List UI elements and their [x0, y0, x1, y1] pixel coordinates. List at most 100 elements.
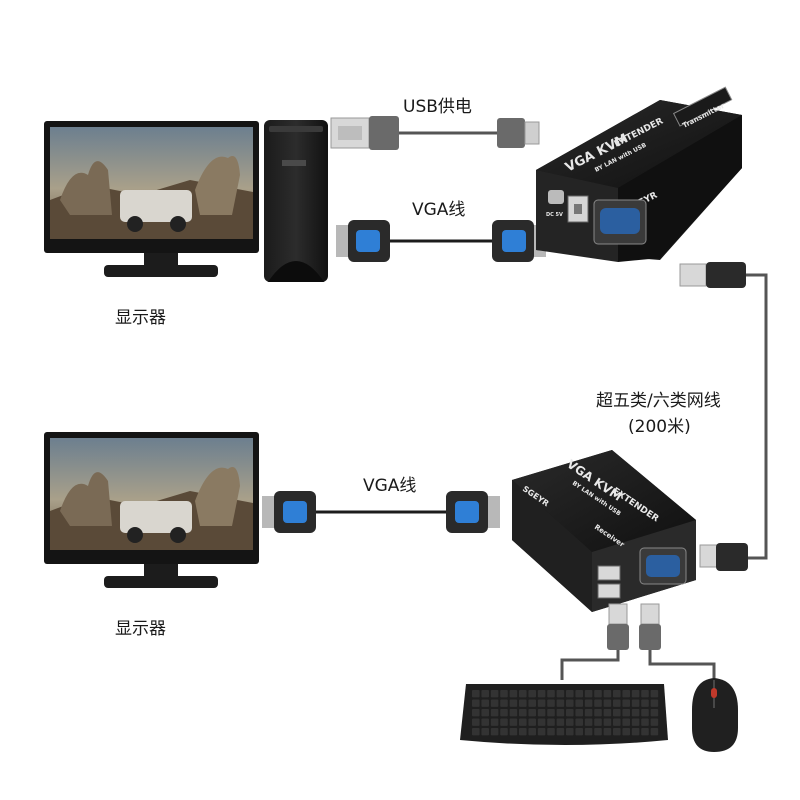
- keyboard-key: [594, 709, 602, 717]
- usb-power-cable: [330, 116, 540, 150]
- keyboard-key: [556, 690, 565, 698]
- keyboard-key: [603, 690, 612, 698]
- keyboard-key: [650, 728, 659, 736]
- keyboard-key: [556, 699, 565, 707]
- keyboard-key: [584, 728, 593, 736]
- vga-cable-bottom: [262, 491, 500, 533]
- keyboard-key: [566, 690, 574, 698]
- vga-cable-top-label: VGA线: [412, 200, 465, 220]
- keyboard-key: [613, 709, 621, 717]
- keyboard-key: [575, 699, 583, 707]
- keyboard-key: [547, 690, 555, 698]
- keyboard-key: [575, 718, 583, 726]
- keyboard-key: [566, 728, 574, 736]
- keyboard-key: [556, 718, 565, 726]
- keyboard-key: [509, 690, 518, 698]
- keyboard-key: [519, 728, 527, 736]
- receiver-device: VGA KVM EXTENDER BY LAN with USB SGEYR R…: [512, 450, 696, 612]
- keyboard-key: [528, 709, 536, 717]
- keyboard-key: [556, 709, 565, 717]
- keyboard-key: [631, 728, 640, 736]
- keyboard-key: [641, 709, 649, 717]
- keyboard-key: [566, 709, 574, 717]
- keyboard-key: [481, 718, 489, 726]
- keyboard-key: [519, 699, 527, 707]
- network-distance-label: (200米): [628, 417, 691, 437]
- usb-a-port-1: [597, 565, 621, 581]
- keyboard-key: [603, 728, 612, 736]
- keyboard-key: [500, 690, 508, 698]
- keyboard-key: [509, 709, 518, 717]
- keyboard-key: [547, 728, 555, 736]
- monitor-bottom-label: 显示器: [115, 619, 166, 639]
- transmitter-device: VGA KVM EXTENDER BY LAN with USB Transmi…: [536, 86, 742, 262]
- keyboard-key: [650, 690, 659, 698]
- dinosaur-left: [60, 161, 112, 215]
- keyboard-key: [603, 699, 612, 707]
- keyboard-key: [575, 728, 583, 736]
- keyboard-key: [528, 728, 536, 736]
- keyboard-key: [584, 699, 593, 707]
- keyboard-key: [472, 699, 480, 707]
- keyboard-key: [528, 690, 536, 698]
- keyboard-key: [641, 718, 649, 726]
- mouse: [692, 678, 738, 752]
- keyboard-key: [622, 690, 630, 698]
- keyboard-key: [472, 690, 480, 698]
- keyboard-key: [537, 718, 546, 726]
- keyboard-key: [509, 699, 518, 707]
- keyboard-key: [613, 699, 621, 707]
- keyboard-key: [566, 718, 574, 726]
- keyboard-key: [519, 718, 527, 726]
- keyboard-key: [500, 709, 508, 717]
- keyboard-key: [566, 699, 574, 707]
- keyboard-keys: [472, 690, 659, 736]
- keyboard-key: [490, 728, 499, 736]
- keyboard-key: [500, 728, 508, 736]
- keyboard-key: [490, 690, 499, 698]
- keyboard-key: [556, 728, 565, 736]
- keyboard-key: [481, 728, 489, 736]
- keyboard-key: [519, 690, 527, 698]
- keyboard-key: [472, 709, 480, 717]
- keyboard-key: [547, 718, 555, 726]
- usb-power-label: USB供电: [403, 97, 472, 117]
- keyboard-key: [622, 728, 630, 736]
- keyboard-key: [650, 709, 659, 717]
- transmitter-dc-label: DC 5V: [546, 212, 563, 218]
- vga-cable-bottom-label: VGA线: [363, 476, 416, 496]
- keyboard-key: [547, 699, 555, 707]
- keyboard-key: [528, 699, 536, 707]
- keyboard-key: [537, 699, 546, 707]
- keyboard-key: [584, 709, 593, 717]
- keyboard-key: [575, 709, 583, 717]
- keyboard-key: [641, 690, 649, 698]
- keyboard-key: [584, 718, 593, 726]
- keyboard-key: [631, 718, 640, 726]
- usb-a-port-2: [597, 583, 621, 599]
- mouse-wheel: [711, 688, 717, 698]
- keyboard-key: [481, 709, 489, 717]
- keyboard-key: [509, 728, 518, 736]
- keyboard-key: [481, 699, 489, 707]
- keyboard-key: [650, 699, 659, 707]
- keyboard-key: [547, 709, 555, 717]
- keyboard-key: [594, 690, 602, 698]
- keyboard-key: [500, 699, 508, 707]
- keyboard-key: [622, 699, 630, 707]
- keyboard-key: [519, 709, 527, 717]
- keyboard-key: [613, 690, 621, 698]
- keyboard-key: [631, 709, 640, 717]
- keyboard-key: [472, 718, 480, 726]
- keyboard-key: [650, 718, 659, 726]
- dinosaur-right-bottom: [195, 467, 240, 526]
- usb-cables-peripherals: [560, 603, 716, 680]
- dinosaur-right: [195, 156, 240, 215]
- keyboard-key: [490, 718, 499, 726]
- keyboard-key: [603, 709, 612, 717]
- keyboard-key: [490, 699, 499, 707]
- vga-cable-top: [336, 220, 546, 262]
- jeep-bottom: [120, 501, 192, 533]
